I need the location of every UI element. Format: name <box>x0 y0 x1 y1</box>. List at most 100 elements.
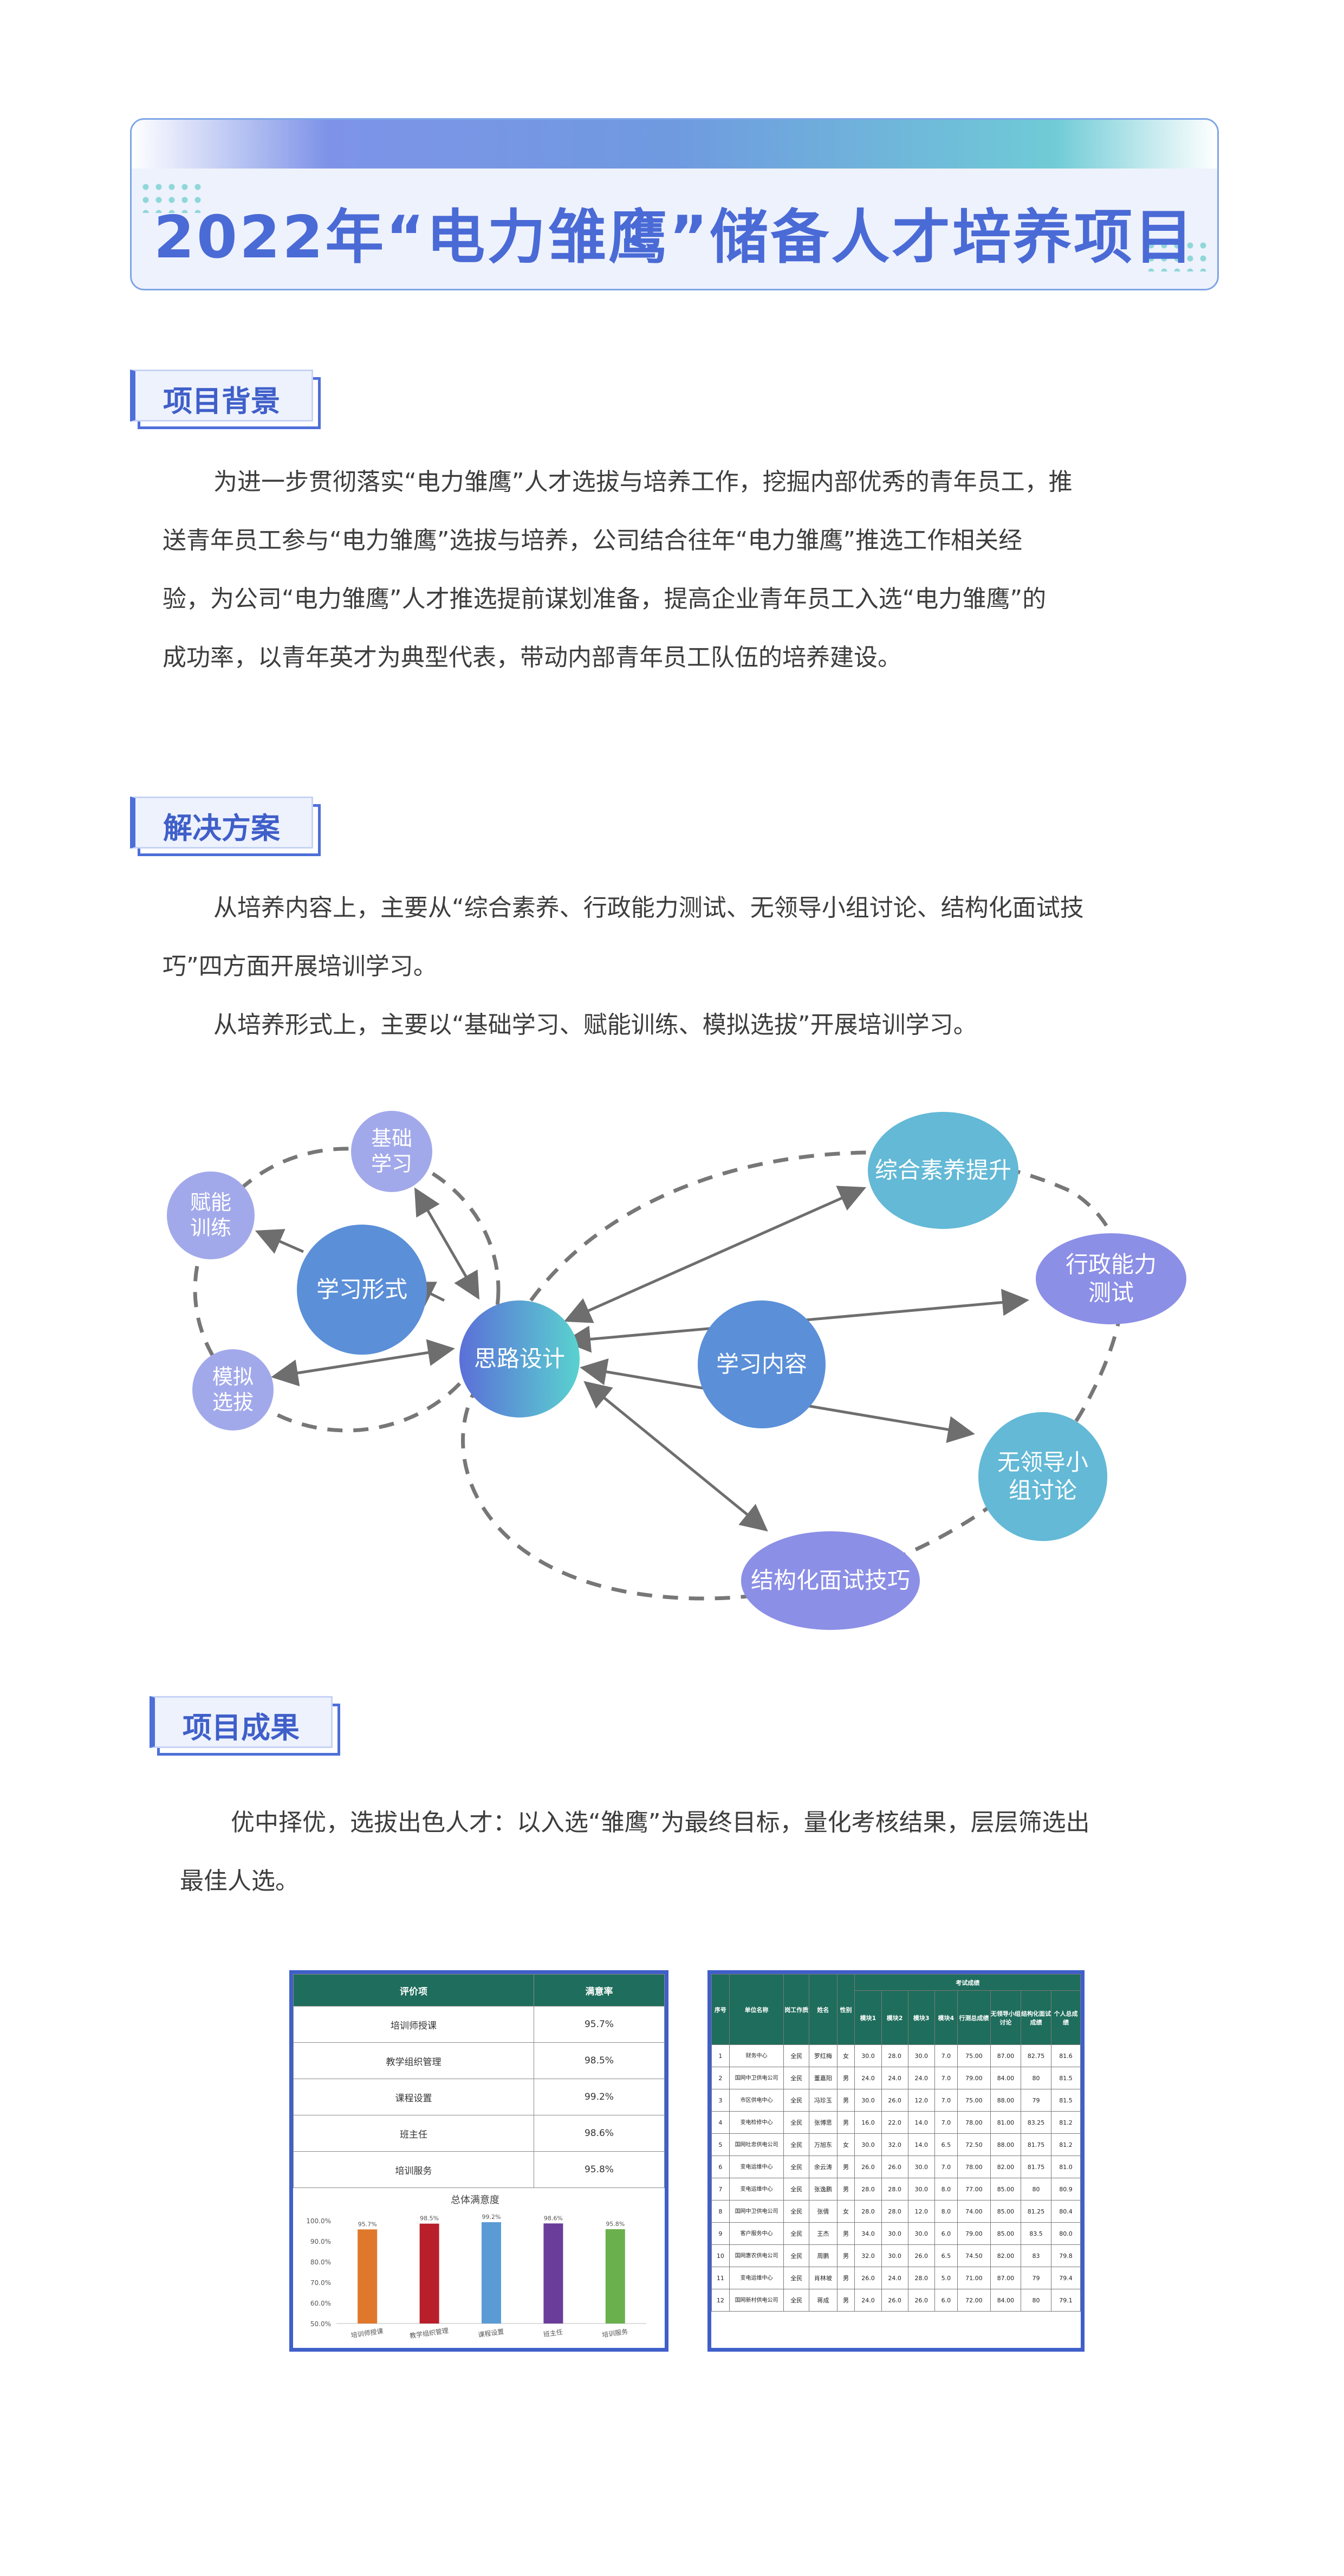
text-line: 巧”四方面开展培训学习。 <box>163 953 437 980</box>
results-paragraph: 优中择优，选拔出色人才：以入选“雏鹰”为最终目标，量化考核结果，层层筛选出 最佳… <box>180 1794 1198 1911</box>
table-cell: 变电运维中心 <box>729 2178 784 2200</box>
table-cell: 国网中卫供电公司 <box>729 2200 784 2223</box>
table-cell: 董嘉阳 <box>809 2067 837 2089</box>
table-cell: 全民 <box>783 2222 810 2245</box>
node-learning-form: 学习形式 <box>297 1225 427 1355</box>
table-cell: 国网中卫供电公司 <box>729 2067 784 2089</box>
table-group-header: 考试成绩 <box>854 1974 1081 1991</box>
table-cell: 79.00 <box>957 2222 991 2245</box>
table-cell: 26.0 <box>881 2289 908 2312</box>
table-cell: 80.0 <box>1051 2222 1081 2245</box>
background-paragraph: 为进一步贯彻落实“电力雏鹰”人才选拔与培养工作，挖掘内部优秀的青年员工，推 送青… <box>163 453 1182 687</box>
table-cell: 28.0 <box>854 2200 882 2223</box>
table-cell: 80.4 <box>1051 2200 1081 2223</box>
table-cell: 26.0 <box>907 2289 935 2312</box>
node-label: 模拟选拔 <box>212 1364 254 1415</box>
table-cell: 24.0 <box>907 2067 935 2089</box>
table-cell: 30.0 <box>854 2133 882 2156</box>
table-cell: 87.00 <box>990 2044 1021 2067</box>
table-cell: 79.8 <box>1051 2244 1081 2267</box>
node-label: 思路设计 <box>473 1345 565 1372</box>
table-cell: 国网新村供电公司 <box>729 2289 784 2312</box>
table-cell: 女 <box>836 2133 855 2156</box>
node-structured-interview: 结构化面试技巧 <box>741 1531 920 1630</box>
table-cell: 79.1 <box>1051 2289 1081 2312</box>
table-header: 序号 <box>711 1974 730 2045</box>
table-cell: 71.00 <box>957 2267 991 2289</box>
table-cell: 8.0 <box>934 2200 958 2223</box>
node-leaderless-group: 无领导小组讨论 <box>978 1412 1107 1541</box>
chart-bar <box>605 2229 625 2323</box>
table-cell: 82.75 <box>1020 2044 1052 2067</box>
table-cell: 9 <box>711 2222 730 2245</box>
table-cell: 周鹏 <box>809 2244 837 2267</box>
table-cell: 全民 <box>783 2289 810 2312</box>
table-cell: 22.0 <box>881 2111 908 2134</box>
table-cell: 30.0 <box>881 2244 908 2267</box>
table-cell: 81.2 <box>1051 2133 1081 2156</box>
table-cell: 12 <box>711 2289 730 2312</box>
table-cell: 75.00 <box>957 2044 991 2067</box>
table-cell: 冯珍玉 <box>809 2089 837 2112</box>
table-cell: 全民 <box>783 2200 810 2223</box>
table-cell: 全民 <box>783 2067 810 2089</box>
table-cell: 26.0 <box>854 2267 882 2289</box>
table-cell: 7.0 <box>934 2156 958 2178</box>
table-header: 性别 <box>836 1974 855 2045</box>
table-cell: 79.4 <box>1051 2267 1081 2289</box>
table-cell: 28.0 <box>881 2178 908 2200</box>
table-cell: 30.0 <box>854 2089 882 2112</box>
text-line: 从培养内容上，主要从“综合素养、行政能力测试、无领导小组讨论、结构化面试技 <box>213 894 1084 922</box>
table-header: 评价项 <box>293 1974 534 2007</box>
table-cell: 98.5% <box>533 2042 665 2079</box>
table-cell: 5.0 <box>934 2267 958 2289</box>
node-label: 无领导小组讨论 <box>997 1448 1088 1504</box>
y-tick-label: 90.0% <box>310 2238 331 2245</box>
table-cell: 83.25 <box>1020 2111 1052 2134</box>
table-cell: 28.0 <box>907 2267 935 2289</box>
table-cell: 国网吐忠供电公司 <box>729 2133 784 2156</box>
table-cell: 7.0 <box>934 2089 958 2112</box>
y-tick-label: 80.0% <box>310 2258 331 2266</box>
decor-dots-left <box>139 180 204 213</box>
banner-gradient-strip <box>132 120 1217 169</box>
chart-bar <box>543 2223 563 2323</box>
table-cell: 肖林坡 <box>809 2267 837 2289</box>
table-cell: 14.0 <box>907 2111 935 2134</box>
text-line: 优中择优，选拔出色人才：以入选“雏鹰”为最终目标，量化考核结果，层层筛选出 <box>231 1809 1090 1836</box>
table-cell: 81.25 <box>1020 2200 1052 2223</box>
table-cell: 培训师授课 <box>293 2006 534 2043</box>
table-cell: 84.00 <box>990 2067 1021 2089</box>
table-cell: 82.00 <box>990 2156 1021 2178</box>
table-cell: 张倩 <box>809 2200 837 2223</box>
table-cell: 30.0 <box>907 2178 935 2200</box>
table-cell: 74.50 <box>957 2244 991 2267</box>
table-cell: 30.0 <box>854 2044 882 2067</box>
x-tick-label: 培训服务 <box>601 2327 628 2339</box>
node-label: 学习内容 <box>716 1350 807 1377</box>
bar-value-label: 99.2% <box>482 2213 501 2221</box>
section-label: 解决方案 <box>163 811 280 845</box>
table-cell: 市区供电中心 <box>729 2089 784 2112</box>
table-cell: 8 <box>711 2200 730 2223</box>
table-cell: 女 <box>836 2200 855 2223</box>
table-cell: 2 <box>711 2067 730 2089</box>
bar-value-label: 98.5% <box>420 2215 439 2222</box>
table-cell: 全民 <box>783 2178 810 2200</box>
node-label: 结构化面试技巧 <box>750 1567 910 1594</box>
table-cell: 99.2% <box>533 2079 665 2115</box>
solution-paragraph: 从培养内容上，主要从“综合素养、行政能力测试、无领导小组讨论、结构化面试技 巧”… <box>163 879 1182 1054</box>
table-cell: 4 <box>711 2111 730 2134</box>
table-cell: 万旭东 <box>809 2133 837 2156</box>
table-cell: 72.00 <box>957 2289 991 2312</box>
page-title: 2022年“电力雏鹰”储备人才培养项目 <box>153 204 1196 271</box>
form-dashed-loop <box>193 1147 501 1433</box>
table-cell: 7 <box>711 2178 730 2200</box>
